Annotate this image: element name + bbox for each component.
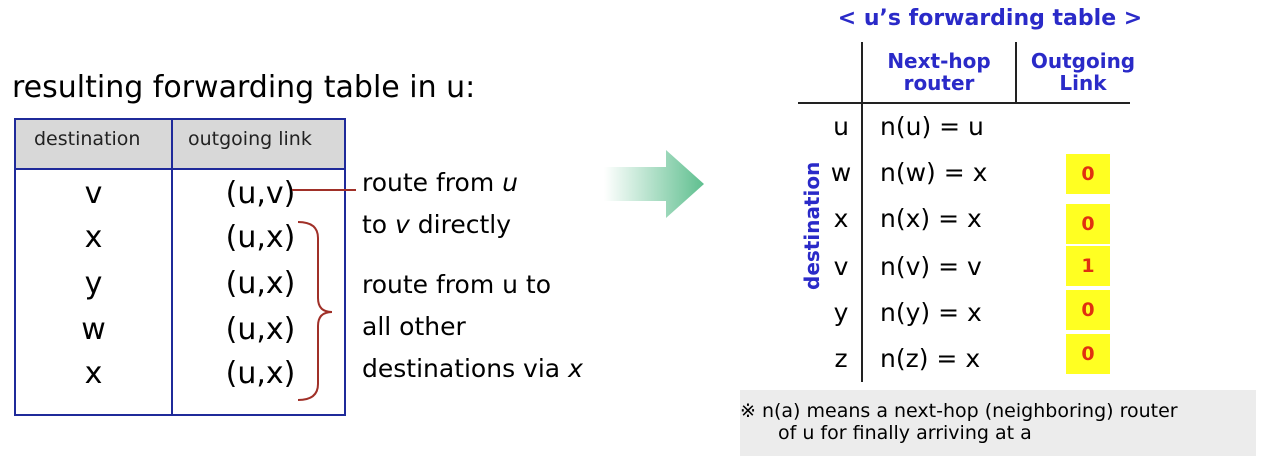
right-row-6-dest: z bbox=[834, 344, 848, 373]
annotation-direct: route from u to v directly bbox=[362, 162, 518, 246]
row-4-destination: w bbox=[81, 312, 106, 347]
row-2-destination: x bbox=[84, 220, 103, 255]
right-row-2-dest: w bbox=[830, 158, 852, 187]
right-table-header-underline bbox=[798, 102, 1130, 104]
header-destination: destination bbox=[34, 128, 141, 150]
right-row-1-dest: u bbox=[833, 112, 849, 141]
right-row-1-next-hop: n(u) = u bbox=[880, 112, 984, 141]
header-next-hop: Next-hop router bbox=[887, 49, 991, 95]
annotation-connectors bbox=[292, 189, 356, 401]
row-2-link: (u,x) bbox=[225, 220, 296, 255]
right-row-4-link: 1 bbox=[1066, 246, 1110, 286]
footnote-box: ※ n(a) means a next-hop (neighboring) ro… bbox=[740, 390, 1256, 456]
right-row-2-link: 0 bbox=[1066, 154, 1110, 194]
annotation-via-line2: all other bbox=[362, 312, 466, 341]
right-row-6-next-hop: n(z) = x bbox=[880, 344, 981, 373]
right-table-vline-1 bbox=[861, 42, 863, 382]
right-row-4-dest: v bbox=[833, 252, 849, 281]
row-5-link: (u,x) bbox=[225, 356, 296, 391]
annotation-direct-line1: route from u bbox=[362, 168, 518, 197]
annotation-via-line3: destinations via x bbox=[362, 354, 583, 383]
left-heading: resulting forwarding table in u: bbox=[12, 70, 476, 105]
right-table-vline-2 bbox=[1015, 42, 1017, 104]
footnote-line2: of u for finally arriving at a bbox=[778, 422, 1032, 444]
annotation-via-line1: route from u to bbox=[362, 270, 552, 299]
annotation-via-x: route from u to all other destinations v… bbox=[362, 264, 583, 390]
row-1-destination: v bbox=[84, 176, 103, 211]
row-5-destination: x bbox=[84, 356, 103, 391]
forwarding-table-u: destination outgoing link v (u,v) x (u,x… bbox=[14, 118, 346, 416]
right-row-5-dest: y bbox=[833, 298, 849, 327]
right-table-title: < u’s forwarding table > bbox=[837, 6, 1143, 31]
header-outgoing-link: outgoing link bbox=[188, 128, 312, 150]
right-row-6-link: 0 bbox=[1066, 334, 1110, 374]
row-3-destination: y bbox=[84, 266, 103, 301]
header-outgoing-link-right: Outgoing Link bbox=[1030, 49, 1136, 95]
right-row-4-next-hop: n(v) = v bbox=[880, 252, 982, 281]
row-3-link: (u,x) bbox=[225, 266, 296, 301]
right-row-3-link: 0 bbox=[1066, 204, 1110, 244]
right-row-3-dest: x bbox=[833, 204, 849, 233]
via-x-bracket bbox=[297, 221, 333, 401]
destination-axis-label: destination bbox=[800, 161, 824, 290]
right-row-5-link: 0 bbox=[1066, 290, 1110, 330]
right-row-2-next-hop: n(w) = x bbox=[880, 158, 988, 187]
annotation-direct-line2: to v directly bbox=[362, 210, 512, 239]
right-arrow-icon bbox=[604, 150, 704, 218]
row-1-link: (u,v) bbox=[225, 176, 296, 211]
table-column-divider bbox=[171, 120, 173, 414]
footnote-line1: ※ n(a) means a next-hop (neighboring) ro… bbox=[740, 400, 1178, 422]
row-4-link: (u,x) bbox=[225, 312, 296, 347]
table-header-row: destination outgoing link bbox=[16, 120, 344, 170]
right-row-3-next-hop: n(x) = x bbox=[880, 204, 982, 233]
right-row-5-next-hop: n(y) = x bbox=[880, 298, 982, 327]
